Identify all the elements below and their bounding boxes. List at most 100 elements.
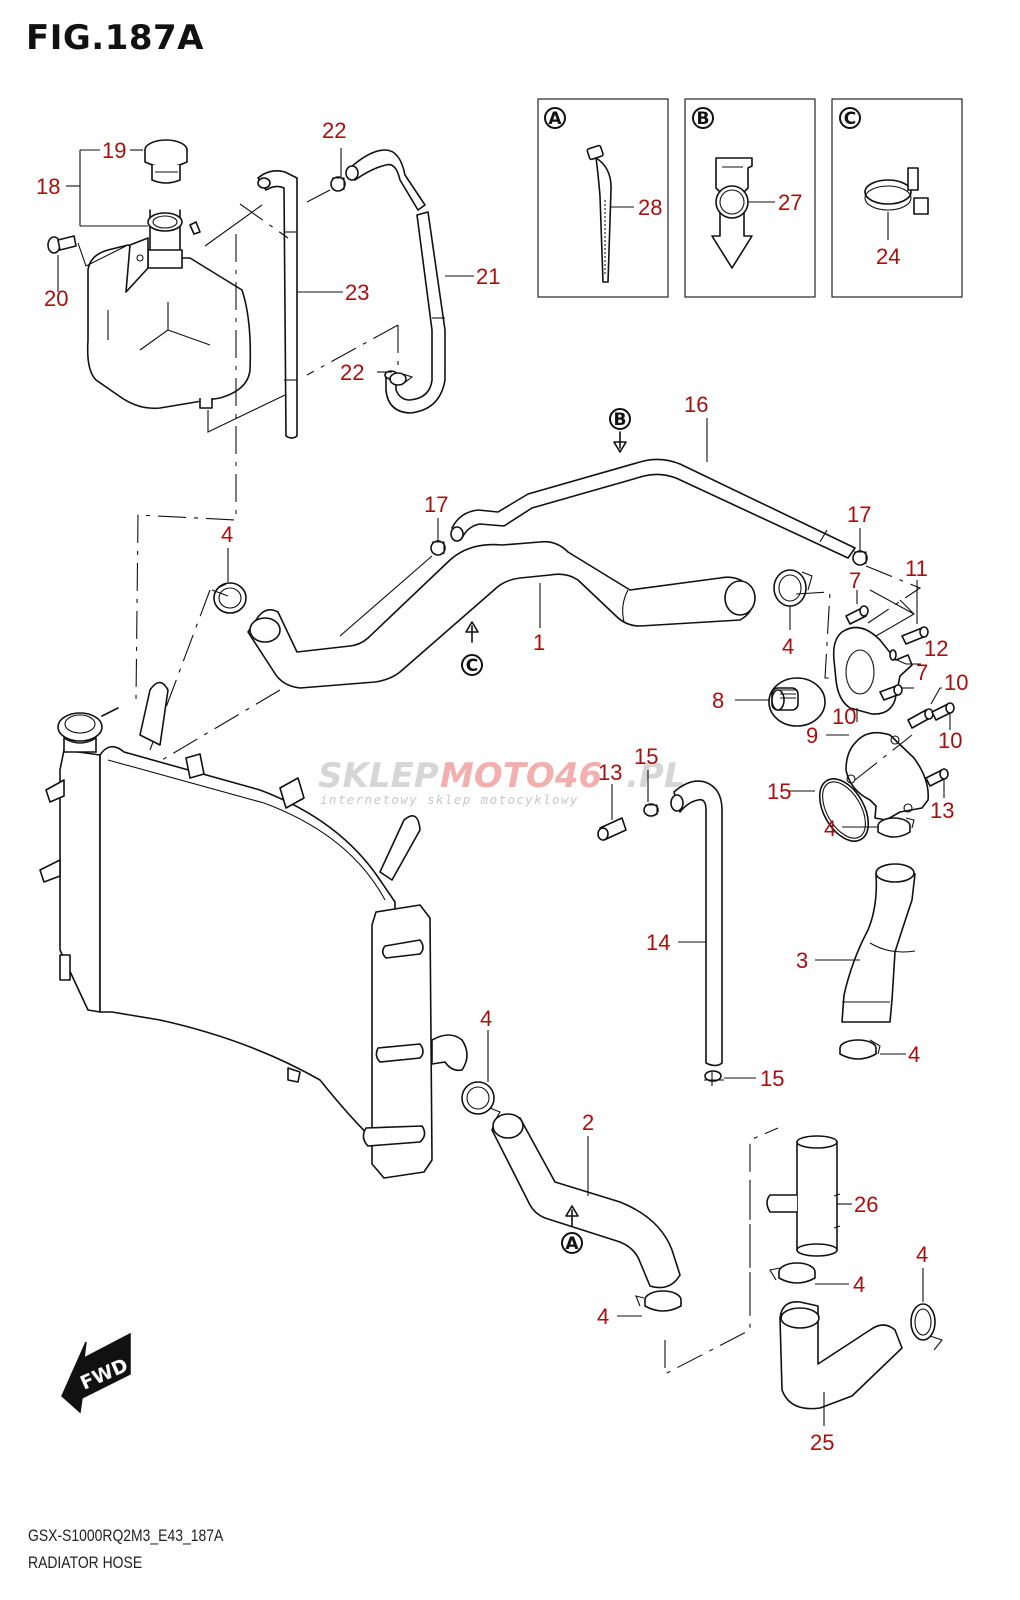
- reservoir-cap: [144, 139, 188, 184]
- radiator-hose-3: [841, 863, 916, 1023]
- callout-13-visible: 13: [598, 760, 622, 785]
- thermostat-cover-8: [845, 731, 930, 821]
- callout-19: 19: [102, 138, 126, 163]
- callout-7-lower: 7: [916, 660, 928, 685]
- cable-tie-icon: [586, 144, 612, 283]
- ref-circle-b: [692, 107, 714, 129]
- breather-hose-16: [450, 458, 856, 559]
- callout-4-outlet: 4: [480, 1006, 492, 1031]
- model-code: GSX-S1000RQ2M3_E43_187A: [28, 1526, 224, 1545]
- hose-clamp-4-under-26: [769, 1262, 816, 1284]
- watermark: SKLEP MOTO46 .PL internetowy sklep motoc…: [318, 756, 686, 807]
- callout-15-bottom: 15: [760, 1066, 784, 1091]
- ref-marker-b-letter: B: [614, 410, 627, 430]
- callout-10-c: 13: [930, 798, 954, 823]
- ref-marker-b: B: [609, 408, 631, 453]
- callout-4-lower-right: 4: [908, 1042, 920, 1067]
- o-ring-9: [818, 778, 870, 842]
- ref-circle-c: [839, 107, 861, 129]
- callout-4-left: 4: [221, 522, 233, 547]
- callout-5: 10: [832, 704, 856, 729]
- bolt-10-b: [931, 702, 955, 721]
- callout-28: 28: [638, 195, 662, 220]
- bolt-10-c: [925, 768, 949, 787]
- ref-letter-c: C: [844, 109, 856, 129]
- hose-clamp-4-cover: [877, 817, 915, 838]
- radiator-inlet-hose-1: [247, 540, 756, 689]
- hose-clamp-4-upper-right: [773, 569, 813, 607]
- watermark-brand-part3: .PL: [626, 756, 686, 796]
- callout-3: 3: [796, 948, 808, 973]
- callout-22-top: 22: [322, 118, 346, 143]
- thermostat-6: [768, 677, 826, 727]
- bolt-10-a: [907, 708, 934, 729]
- callout-4-bottom-center: 4: [597, 1304, 609, 1329]
- hose-clamp-c-icon: [864, 167, 929, 215]
- ref-marker-c-letter: C: [466, 656, 478, 676]
- callout-24: 24: [876, 244, 900, 269]
- figure-title: FIG.187A: [26, 18, 204, 58]
- callout-23: 23: [345, 280, 369, 305]
- hose-joint-26: [766, 1135, 841, 1257]
- reservoir-hose-23: [257, 170, 298, 439]
- water-hose-25: [779, 1301, 903, 1410]
- callout-10-b: 10: [938, 728, 962, 753]
- callout-20: 20: [44, 286, 68, 311]
- watermark-tagline: internetowy sklep motocyklowy: [320, 792, 579, 807]
- callout-14: 14: [646, 930, 670, 955]
- detail-box-b: B 27: [684, 98, 816, 298]
- bolt-20: [47, 235, 77, 254]
- fwd-arrow-icon: FWD: [61, 1332, 131, 1414]
- callout-26: 26: [854, 1192, 878, 1217]
- callout-25: 25: [810, 1430, 834, 1455]
- ref-marker-a-letter: A: [565, 1234, 579, 1254]
- section-name: RADIATOR HOSE: [28, 1553, 143, 1572]
- callout-4-cover: 4: [824, 816, 836, 841]
- callout-17-right: 17: [847, 502, 871, 527]
- bolt-7-upper: [845, 605, 869, 625]
- radiator: [39, 681, 468, 1179]
- ref-circle-a: [544, 107, 566, 129]
- callout-15-top-visible: 15: [634, 744, 658, 769]
- callout-6: 8: [712, 688, 724, 713]
- clamp-17-left: [430, 540, 446, 556]
- hose-clamp-4-bottom-center: [635, 1290, 682, 1312]
- bolt-7-lower: [879, 684, 903, 701]
- callout-12: 12: [924, 636, 948, 661]
- clamp-17-right: [852, 550, 868, 566]
- callout-17-left: 17: [424, 492, 448, 517]
- ref-letter-b: B: [697, 109, 710, 129]
- clamp-15-bottom: [704, 1070, 724, 1086]
- gasket-12: [889, 649, 897, 661]
- watermark-brand-part2: MOTO46: [440, 756, 602, 796]
- callout-10-a: 10: [944, 670, 968, 695]
- radiator-outlet-hose-2: [491, 1113, 681, 1289]
- reservoir-tank: [86, 209, 252, 410]
- callout-18: 18: [36, 174, 60, 199]
- ref-marker-c: C: [461, 621, 483, 676]
- callout-4-far-right: 4: [916, 1242, 928, 1267]
- hose-clamp-4-lower-right: [839, 1039, 881, 1060]
- union-13: [597, 817, 627, 841]
- callout-16: 16: [684, 392, 708, 417]
- ref-letter-a: A: [548, 109, 562, 129]
- thermostat-case-5: [832, 626, 913, 715]
- callout-4-under-26: 4: [853, 1272, 865, 1297]
- callout-2: 2: [582, 1110, 594, 1135]
- clamp-22-top: [330, 176, 346, 192]
- callout-7-upper: 7: [849, 568, 861, 593]
- hose-clamp-4-outlet: [461, 1081, 501, 1123]
- ref-marker-a: A: [561, 1205, 583, 1254]
- bolt-11: [901, 626, 929, 645]
- detail-box-c: C 24: [831, 98, 963, 298]
- callout-22-bottom: 22: [340, 360, 364, 385]
- hose-clamp-4-left: [213, 582, 247, 614]
- callout-1: 1: [533, 630, 545, 655]
- callout-4-upper-right: 4: [782, 634, 794, 659]
- callout-11: 11: [905, 556, 928, 581]
- callout-27: 27: [778, 190, 802, 215]
- clamp-22-bottom: [389, 372, 414, 386]
- callout-8: 9: [806, 723, 818, 748]
- clamp-15-top: [643, 803, 659, 817]
